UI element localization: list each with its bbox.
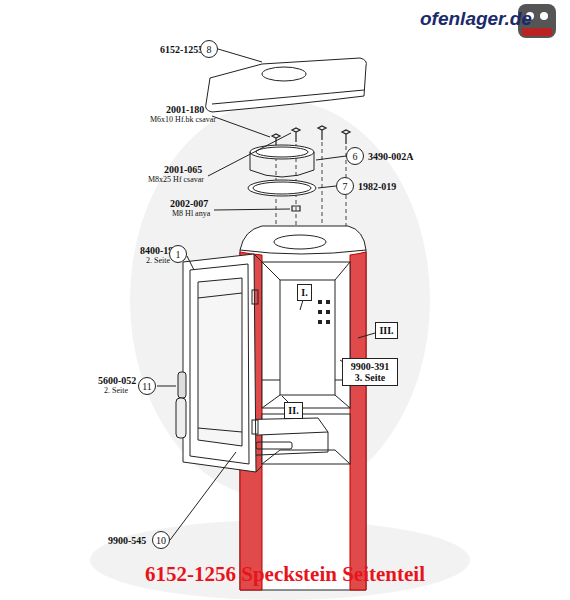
callout-box: III. [375, 322, 398, 339]
callout-circle: 7 [336, 177, 354, 195]
part-number: 6152-1255 [160, 44, 203, 55]
callout-label: I. [301, 287, 307, 298]
part-number: 5600-052 [98, 375, 136, 386]
part-number: 2001-065 [164, 164, 202, 175]
callout-number: 10 [156, 535, 166, 546]
callout-circle: 10 [152, 531, 170, 549]
callout-circle: 1 [169, 245, 187, 263]
part-number: 2001-180 [166, 104, 204, 115]
callout-number: 6 [353, 151, 358, 162]
callout-label: 9900-391 3. Seite [346, 361, 394, 383]
caption: 6152-1256 Speckstein Seitenteil [0, 562, 570, 586]
logo-text: ofenlager.de [420, 8, 532, 30]
callout-box: I. [297, 284, 312, 301]
callout-number: 1 [176, 249, 181, 260]
side-note: 2. Seite [104, 386, 128, 395]
callout-circle: 8 [200, 40, 218, 58]
part-number: 1982-019 [358, 181, 396, 192]
callout-box: 9900-391 3. Seite [342, 358, 398, 386]
callout-box: II. [284, 402, 303, 419]
part-number: 2002-007 [170, 198, 208, 209]
side-note: 2. Seite [146, 256, 170, 265]
callout-circle: 11 [138, 377, 156, 395]
callout-number: 8 [207, 44, 212, 55]
part-description: M8x25 Hf csavar [148, 175, 204, 184]
part-description: M6x10 Hf.bk csavar [150, 115, 216, 124]
callout-circle: 6 [346, 147, 364, 165]
part-number: 9900-545 [108, 535, 146, 546]
callout-label: III. [379, 325, 393, 336]
part-description: M8 Hl anya [172, 209, 210, 218]
callout-label: II. [288, 405, 298, 416]
callout-number: 7 [343, 181, 348, 192]
callout-number: 11 [142, 381, 152, 392]
part-number: 3490-002A [368, 151, 414, 162]
